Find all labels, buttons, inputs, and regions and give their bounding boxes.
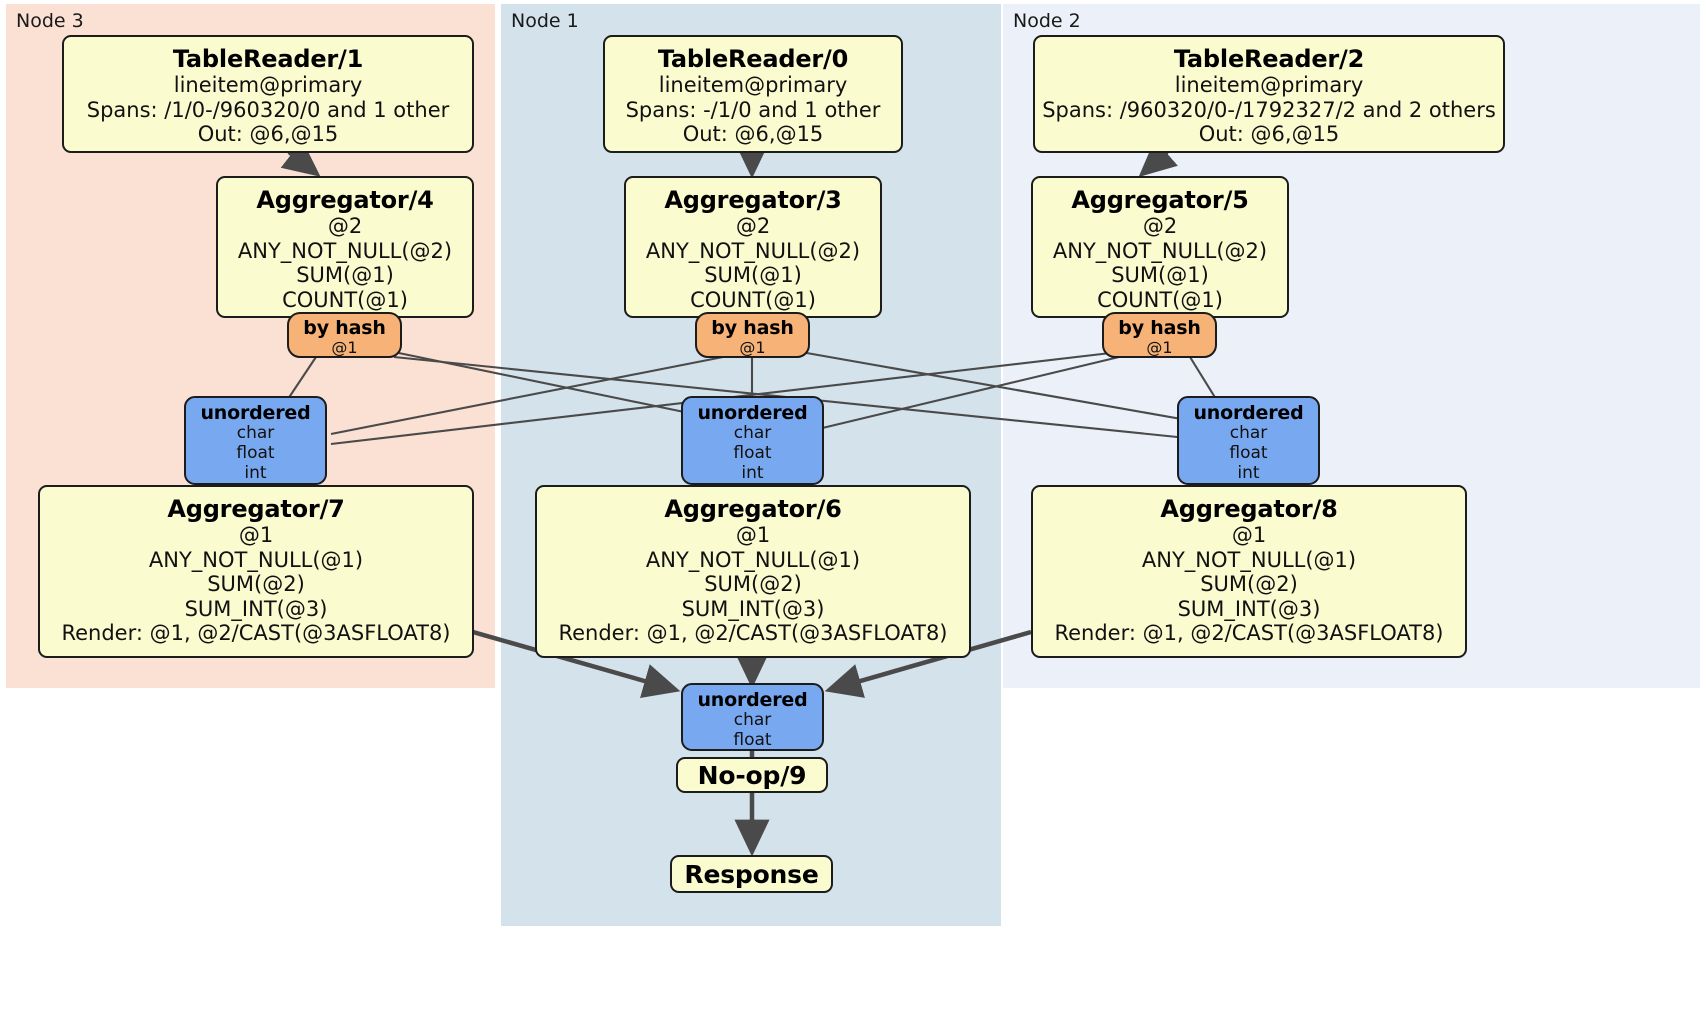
processor-detail: Render: @1, @2/CAST(@3ASFLOAT8): [558, 621, 948, 646]
processor-detail: Spans: -/1/0 and 1 other: [625, 97, 881, 122]
processor-detail: Out: @6,@15: [682, 122, 824, 147]
router-title: by hash: [1118, 317, 1201, 339]
router-title: by hash: [711, 317, 794, 339]
processor-detail: Out: @6,@15: [1198, 122, 1340, 147]
processor-detail: Spans: /1/0-/960320/0 and 1 other: [86, 97, 450, 122]
processor-detail: lineitem@primary: [173, 73, 363, 98]
stream-type: char: [733, 710, 772, 731]
stream-type: int: [244, 462, 267, 483]
processor-detail: SUM(@2): [207, 572, 305, 597]
processor-table-reader-1[interactable]: TableReader/1 lineitem@primary Spans: /1…: [62, 35, 474, 153]
stream-type: char: [733, 423, 772, 444]
stream-type: float: [236, 443, 275, 464]
processor-detail: ANY_NOT_NULL(@2): [645, 238, 861, 263]
processor-detail: COUNT(@1): [282, 287, 408, 312]
processor-title: Aggregator/4: [256, 186, 434, 214]
processor-detail: @2: [327, 214, 363, 239]
router-by-hash-node3[interactable]: by hash @1: [287, 312, 402, 358]
stream-type: float: [1229, 443, 1268, 464]
stream-title: unordered: [697, 689, 808, 711]
node-panel-label-node3: Node 3: [16, 10, 84, 32]
stream-type: char: [236, 423, 275, 444]
processor-table-reader-0[interactable]: TableReader/0 lineitem@primary Spans: -/…: [603, 35, 903, 153]
processor-detail: Render: @1, @2/CAST(@3ASFLOAT8): [61, 621, 451, 646]
router-title: by hash: [303, 317, 386, 339]
processor-title: Aggregator/5: [1071, 186, 1249, 214]
router-by-hash-node2[interactable]: by hash @1: [1102, 312, 1217, 358]
processor-detail: @1: [238, 523, 274, 548]
stream-unordered-node1[interactable]: unordered char float int: [681, 396, 824, 485]
processor-detail: ANY_NOT_NULL(@2): [237, 238, 453, 263]
processor-aggregator-5[interactable]: Aggregator/5 @2 ANY_NOT_NULL(@2) SUM(@1)…: [1031, 176, 1289, 318]
processor-detail: lineitem@primary: [1174, 73, 1364, 98]
stream-unordered-final[interactable]: unordered char float: [681, 683, 824, 751]
processor-detail: SUM(@1): [1111, 263, 1209, 288]
stream-type: int: [741, 462, 764, 483]
processor-title: TableReader/1: [172, 45, 364, 73]
processor-detail: lineitem@primary: [658, 73, 848, 98]
processor-detail: ANY_NOT_NULL(@1): [1141, 547, 1357, 572]
processor-detail: @2: [735, 214, 771, 239]
processor-aggregator-3[interactable]: Aggregator/3 @2 ANY_NOT_NULL(@2) SUM(@1)…: [624, 176, 882, 318]
stream-type: int: [1237, 462, 1260, 483]
processor-detail: Render: @1, @2/CAST(@3ASFLOAT8): [1054, 621, 1444, 646]
processor-detail: @2: [1142, 214, 1178, 239]
stream-title: unordered: [200, 402, 311, 424]
processor-detail: Out: @6,@15: [197, 122, 339, 147]
router-detail: @1: [1146, 338, 1173, 358]
processor-detail: ANY_NOT_NULL(@2): [1052, 238, 1268, 263]
stream-unordered-node2[interactable]: unordered char float int: [1177, 396, 1320, 485]
processor-title: Aggregator/6: [664, 495, 842, 523]
processor-detail: COUNT(@1): [690, 287, 816, 312]
processor-table-reader-2[interactable]: TableReader/2 lineitem@primary Spans: /9…: [1033, 35, 1505, 153]
processor-title: Aggregator/3: [664, 186, 842, 214]
stream-type: float: [733, 730, 772, 751]
router-detail: @1: [331, 338, 358, 358]
router-by-hash-node1[interactable]: by hash @1: [695, 312, 810, 358]
processor-aggregator-6[interactable]: Aggregator/6 @1 ANY_NOT_NULL(@1) SUM(@2)…: [535, 485, 971, 658]
node-panel-label-node2: Node 2: [1013, 10, 1081, 32]
stream-unordered-node3[interactable]: unordered char float int: [184, 396, 327, 485]
processor-detail: @1: [1231, 523, 1267, 548]
processor-title: TableReader/2: [1173, 45, 1365, 73]
router-detail: @1: [739, 338, 766, 358]
processor-detail: SUM(@2): [704, 572, 802, 597]
processor-detail: ANY_NOT_NULL(@1): [148, 547, 364, 572]
processor-aggregator-4[interactable]: Aggregator/4 @2 ANY_NOT_NULL(@2) SUM(@1)…: [216, 176, 474, 318]
processor-detail: SUM(@2): [1200, 572, 1298, 597]
processor-detail: SUM_INT(@3): [681, 596, 825, 621]
processor-noop-9[interactable]: No-op/9: [676, 757, 828, 793]
processor-detail: Spans: /960320/0-/1792327/2 and 2 others: [1042, 97, 1496, 122]
processor-response[interactable]: Response: [670, 855, 833, 893]
processor-title: Aggregator/8: [1160, 495, 1338, 523]
processor-detail: SUM_INT(@3): [184, 596, 328, 621]
processor-title: No-op/9: [697, 761, 807, 790]
processor-detail: COUNT(@1): [1097, 287, 1223, 312]
processor-title: Response: [684, 860, 819, 889]
processor-detail: @1: [735, 523, 771, 548]
processor-detail: SUM(@1): [704, 263, 802, 288]
processor-title: TableReader/0: [657, 45, 849, 73]
node-panel-label-node1: Node 1: [511, 10, 579, 32]
processor-detail: ANY_NOT_NULL(@1): [645, 547, 861, 572]
processor-aggregator-8[interactable]: Aggregator/8 @1 ANY_NOT_NULL(@1) SUM(@2)…: [1031, 485, 1467, 658]
processor-aggregator-7[interactable]: Aggregator/7 @1 ANY_NOT_NULL(@1) SUM(@2)…: [38, 485, 474, 658]
stream-type: float: [733, 443, 772, 464]
processor-detail: SUM_INT(@3): [1177, 596, 1321, 621]
stream-type: char: [1229, 423, 1268, 444]
processor-detail: SUM(@1): [296, 263, 394, 288]
stream-title: unordered: [1193, 402, 1304, 424]
stream-title: unordered: [697, 402, 808, 424]
processor-title: Aggregator/7: [167, 495, 345, 523]
